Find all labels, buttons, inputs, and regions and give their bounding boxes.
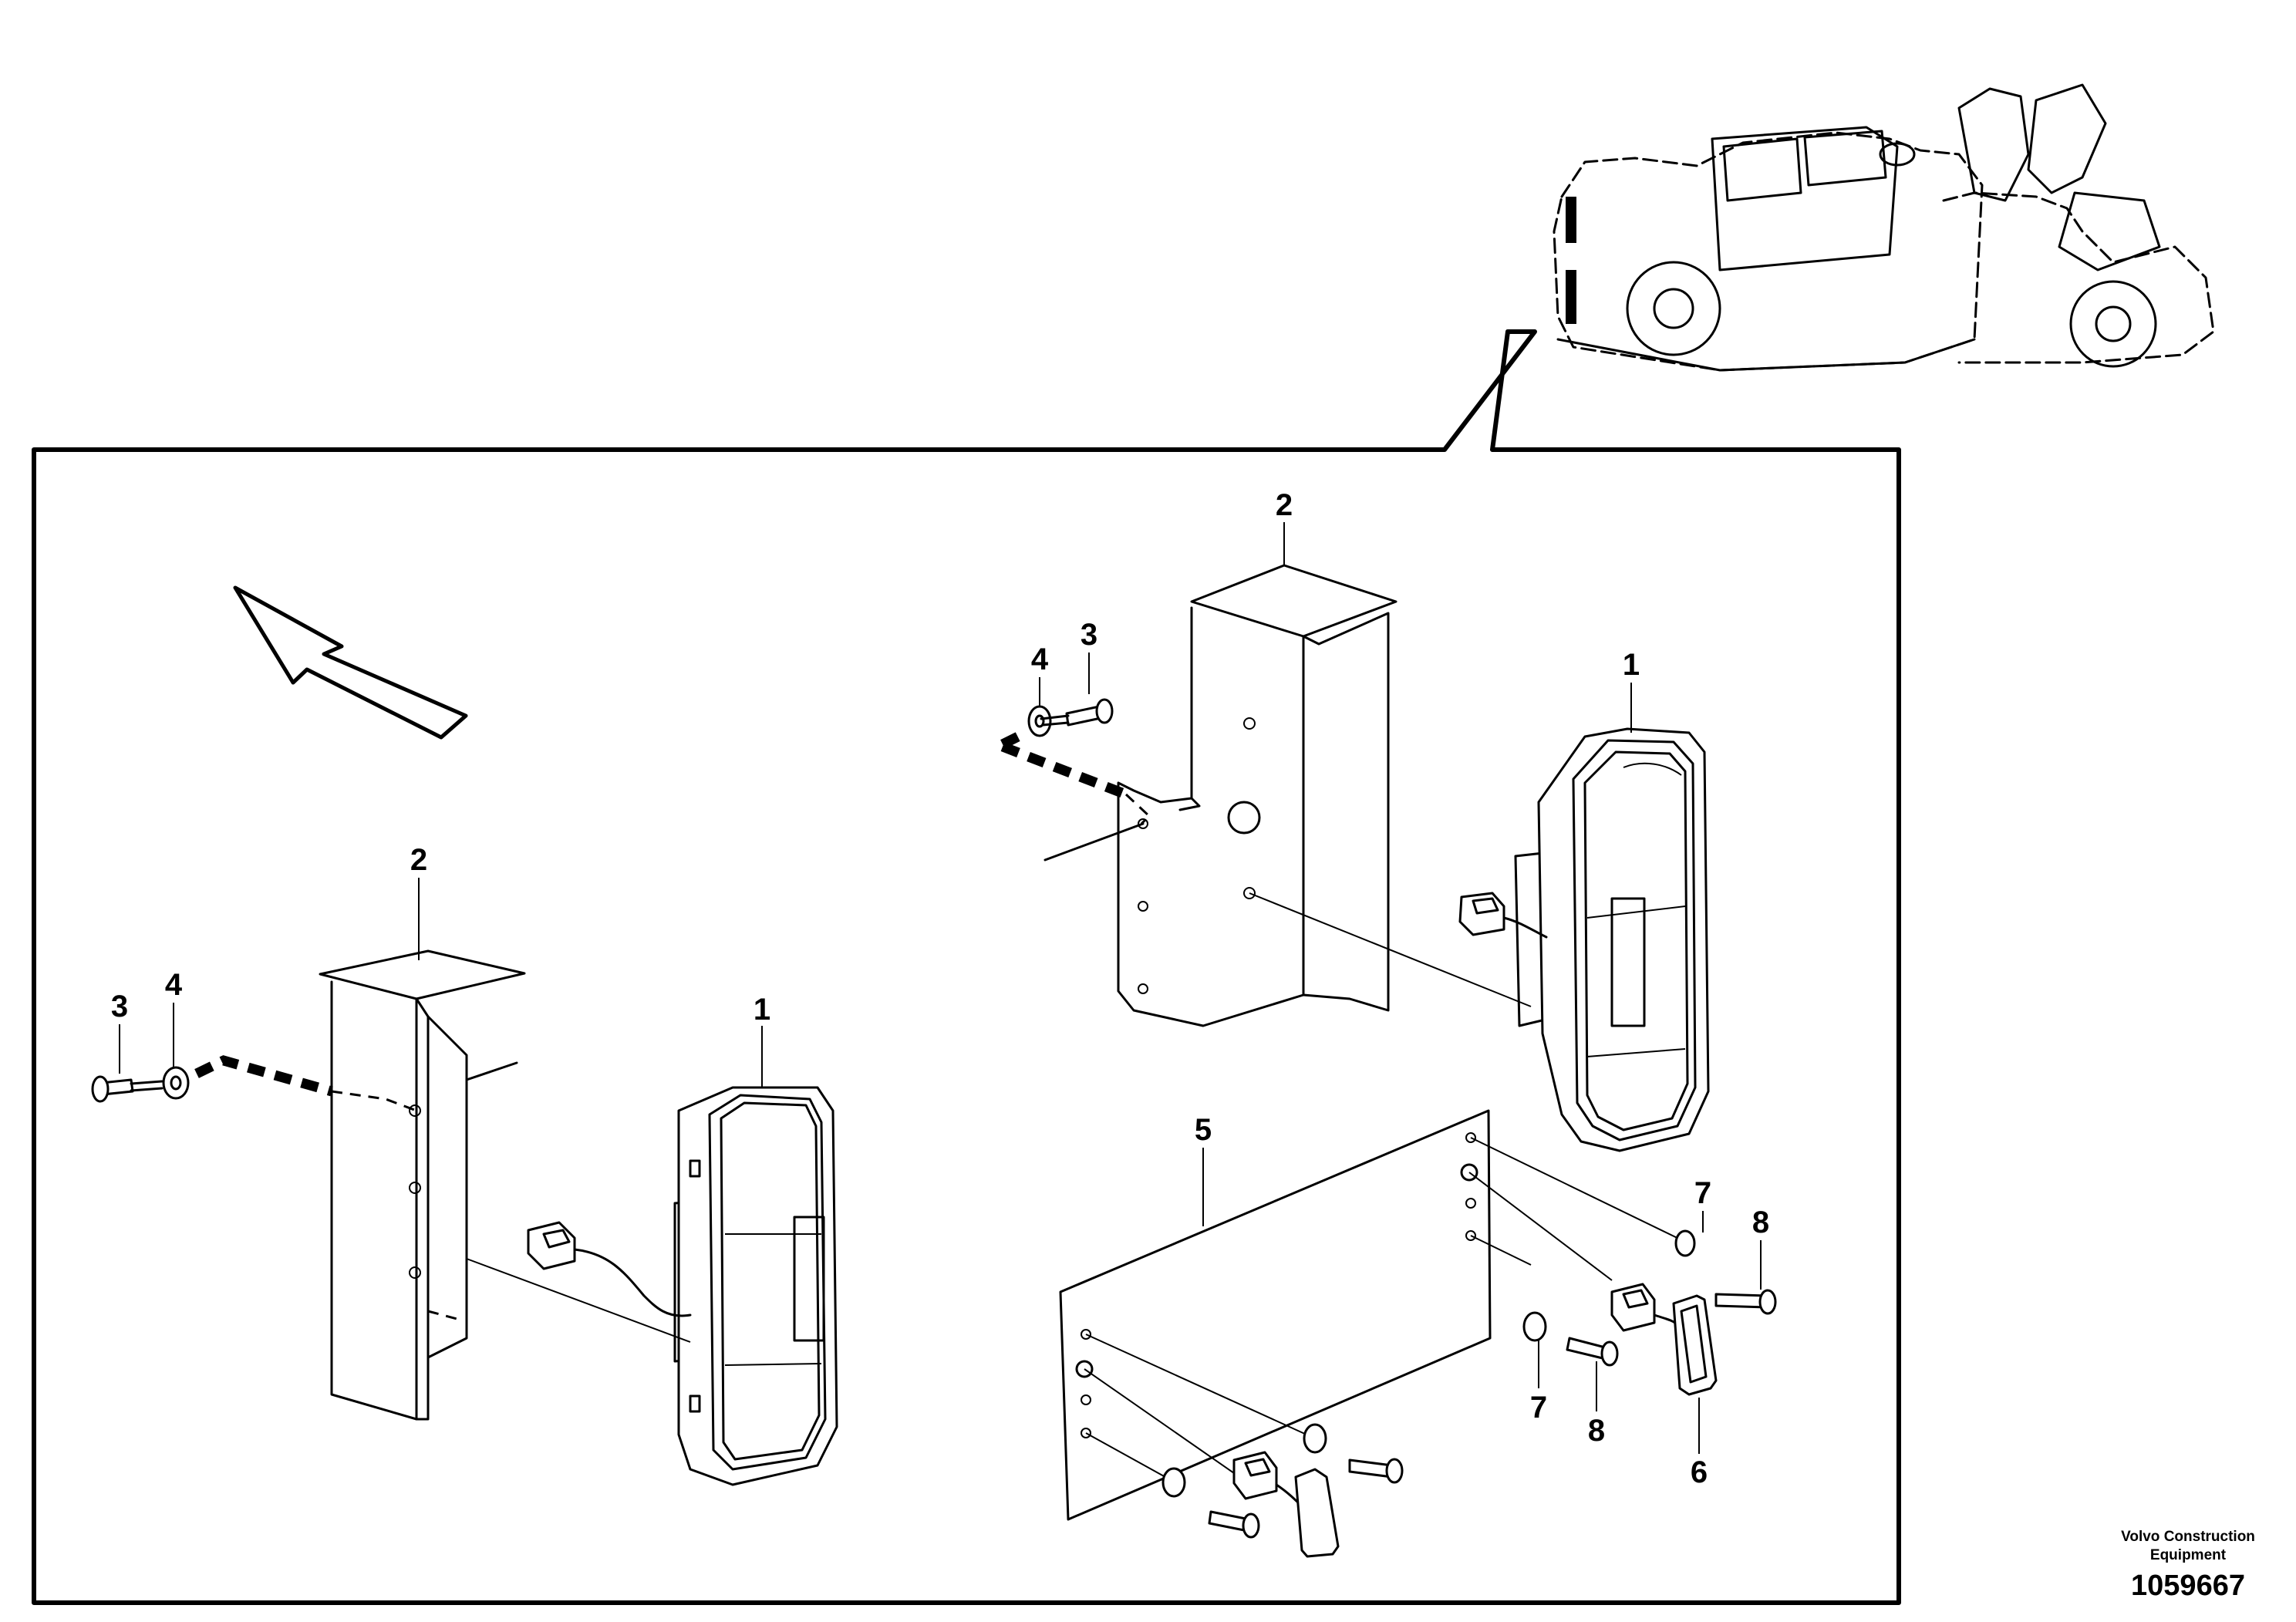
callout-bolt-a: 8 xyxy=(1752,1206,1769,1239)
callout-bolt-b: 8 xyxy=(1588,1414,1605,1448)
callout-left-bolt: 3 xyxy=(111,990,128,1023)
callout-washer-a: 7 xyxy=(1694,1176,1711,1210)
brand-line-2: Equipment xyxy=(2150,1547,2227,1563)
right-upper-assembly xyxy=(1000,564,1710,1152)
callout-leaders xyxy=(119,522,1762,1454)
document-number: 1059667 xyxy=(2131,1570,2245,1602)
direction-arrow-icon xyxy=(233,585,468,740)
left-assembly xyxy=(91,949,838,1486)
right-lower-assembly xyxy=(1059,1109,1777,1558)
inset-frame xyxy=(32,329,1901,1605)
machine-overview-sketch xyxy=(1553,83,2215,372)
callout-right-bracket: 2 xyxy=(1276,488,1293,522)
callout-right-bolt: 3 xyxy=(1081,618,1097,652)
brand-line-1: Volvo Construction xyxy=(2121,1529,2255,1545)
callout-left-lamp: 1 xyxy=(754,993,770,1027)
callout-washer-b: 7 xyxy=(1530,1391,1547,1425)
callout-small-lamp: 6 xyxy=(1691,1455,1708,1489)
callout-plate: 5 xyxy=(1195,1113,1212,1147)
callout-right-washer: 4 xyxy=(1031,642,1049,676)
callout-right-lamp: 1 xyxy=(1623,648,1640,682)
callout-left-washer: 4 xyxy=(165,968,183,1002)
callout-left-bracket: 2 xyxy=(410,843,427,877)
